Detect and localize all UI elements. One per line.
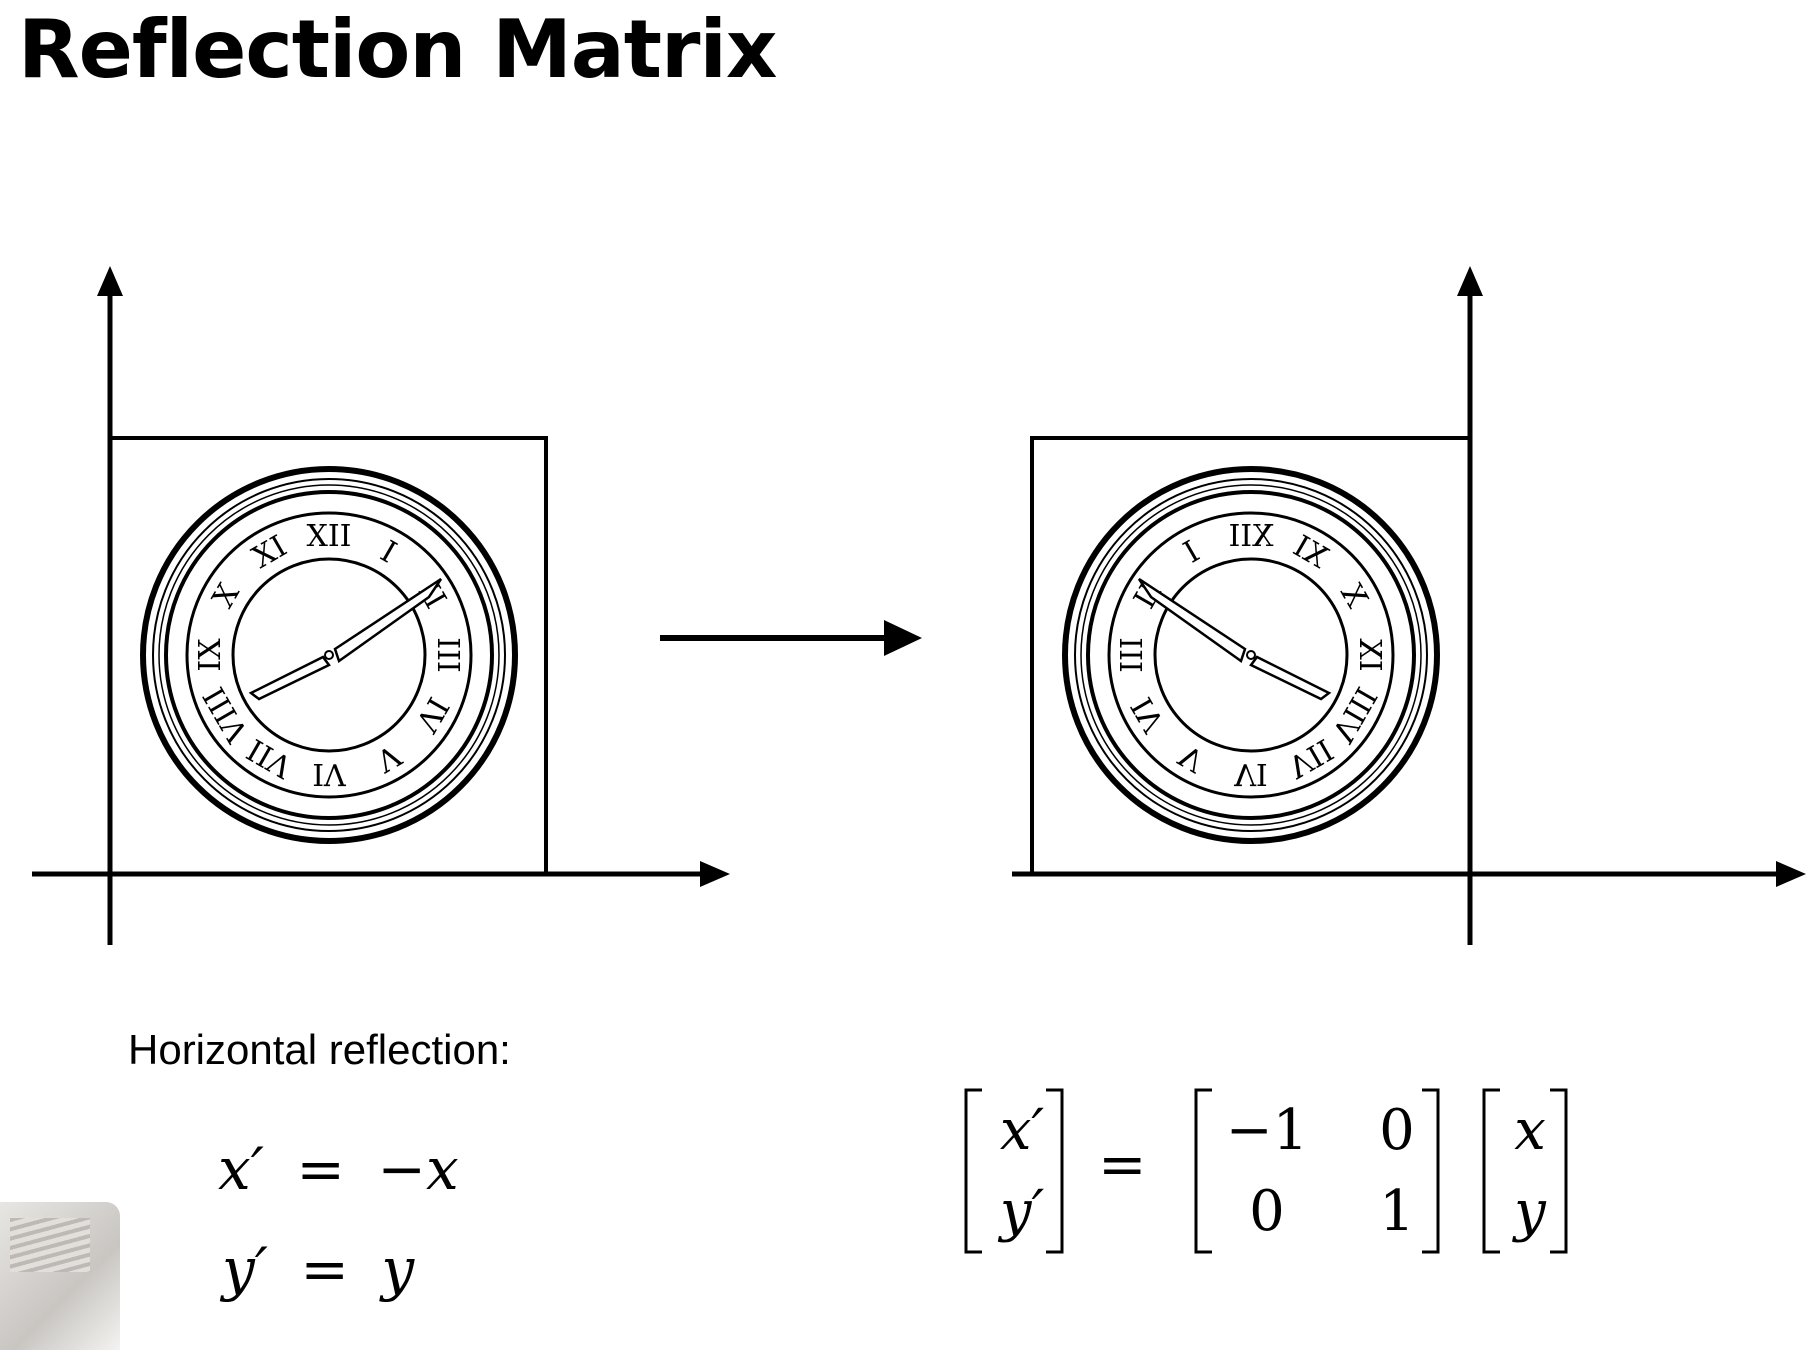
matrix-cell-00: −1 <box>1225 1097 1309 1163</box>
eq2-rhs: y <box>381 1235 415 1303</box>
matrix-column-1: −1 0 <box>1212 1090 1322 1252</box>
input-vector-left-bracket <box>1482 1088 1500 1254</box>
right-clock-icon <box>1065 469 1437 841</box>
left-clock-icon <box>143 469 515 841</box>
slide-title: Reflection Matrix <box>18 3 778 96</box>
output-vector: x′ y′ <box>982 1090 1062 1252</box>
matrix-cell-10: 0 <box>1249 1178 1285 1244</box>
matrix-left-bracket <box>1194 1088 1212 1254</box>
right-arrow-icon <box>660 620 922 656</box>
output-x: x′ <box>999 1097 1045 1163</box>
eq1-rhs: −x <box>377 1135 459 1203</box>
eq1-lhs: x′ <box>218 1135 264 1203</box>
output-vector-left-bracket <box>964 1088 982 1254</box>
matrix-equals: = <box>1098 1130 1147 1198</box>
input-vector-right-bracket <box>1550 1088 1568 1254</box>
matrix-cell-11: 1 <box>1379 1178 1415 1244</box>
output-y: y′ <box>999 1178 1045 1244</box>
right-frame <box>1030 436 1472 876</box>
reflection-diagram: XIIIIIIIIIVVVIVIIVIIIIXXXI <box>32 266 1806 945</box>
input-vector: x y <box>1498 1090 1562 1252</box>
matrix-column-2: 0 1 <box>1352 1090 1442 1252</box>
matrix-right-bracket <box>1422 1088 1440 1254</box>
input-x: x <box>1514 1097 1546 1163</box>
eq2-lhs: y′ <box>222 1235 268 1303</box>
presenter-thumbnail <box>0 1202 120 1350</box>
equation-y: y′ = y <box>222 1240 414 1298</box>
eq2-eq: = <box>300 1235 349 1303</box>
reflection-label: Horizontal reflection: <box>128 1026 511 1073</box>
equation-x: x′ = −x <box>218 1140 459 1198</box>
matrix-cell-01: 0 <box>1379 1097 1415 1163</box>
eq1-eq: = <box>296 1135 345 1203</box>
left-frame <box>108 436 548 876</box>
input-y: y <box>1514 1178 1546 1244</box>
output-vector-right-bracket <box>1046 1088 1064 1254</box>
